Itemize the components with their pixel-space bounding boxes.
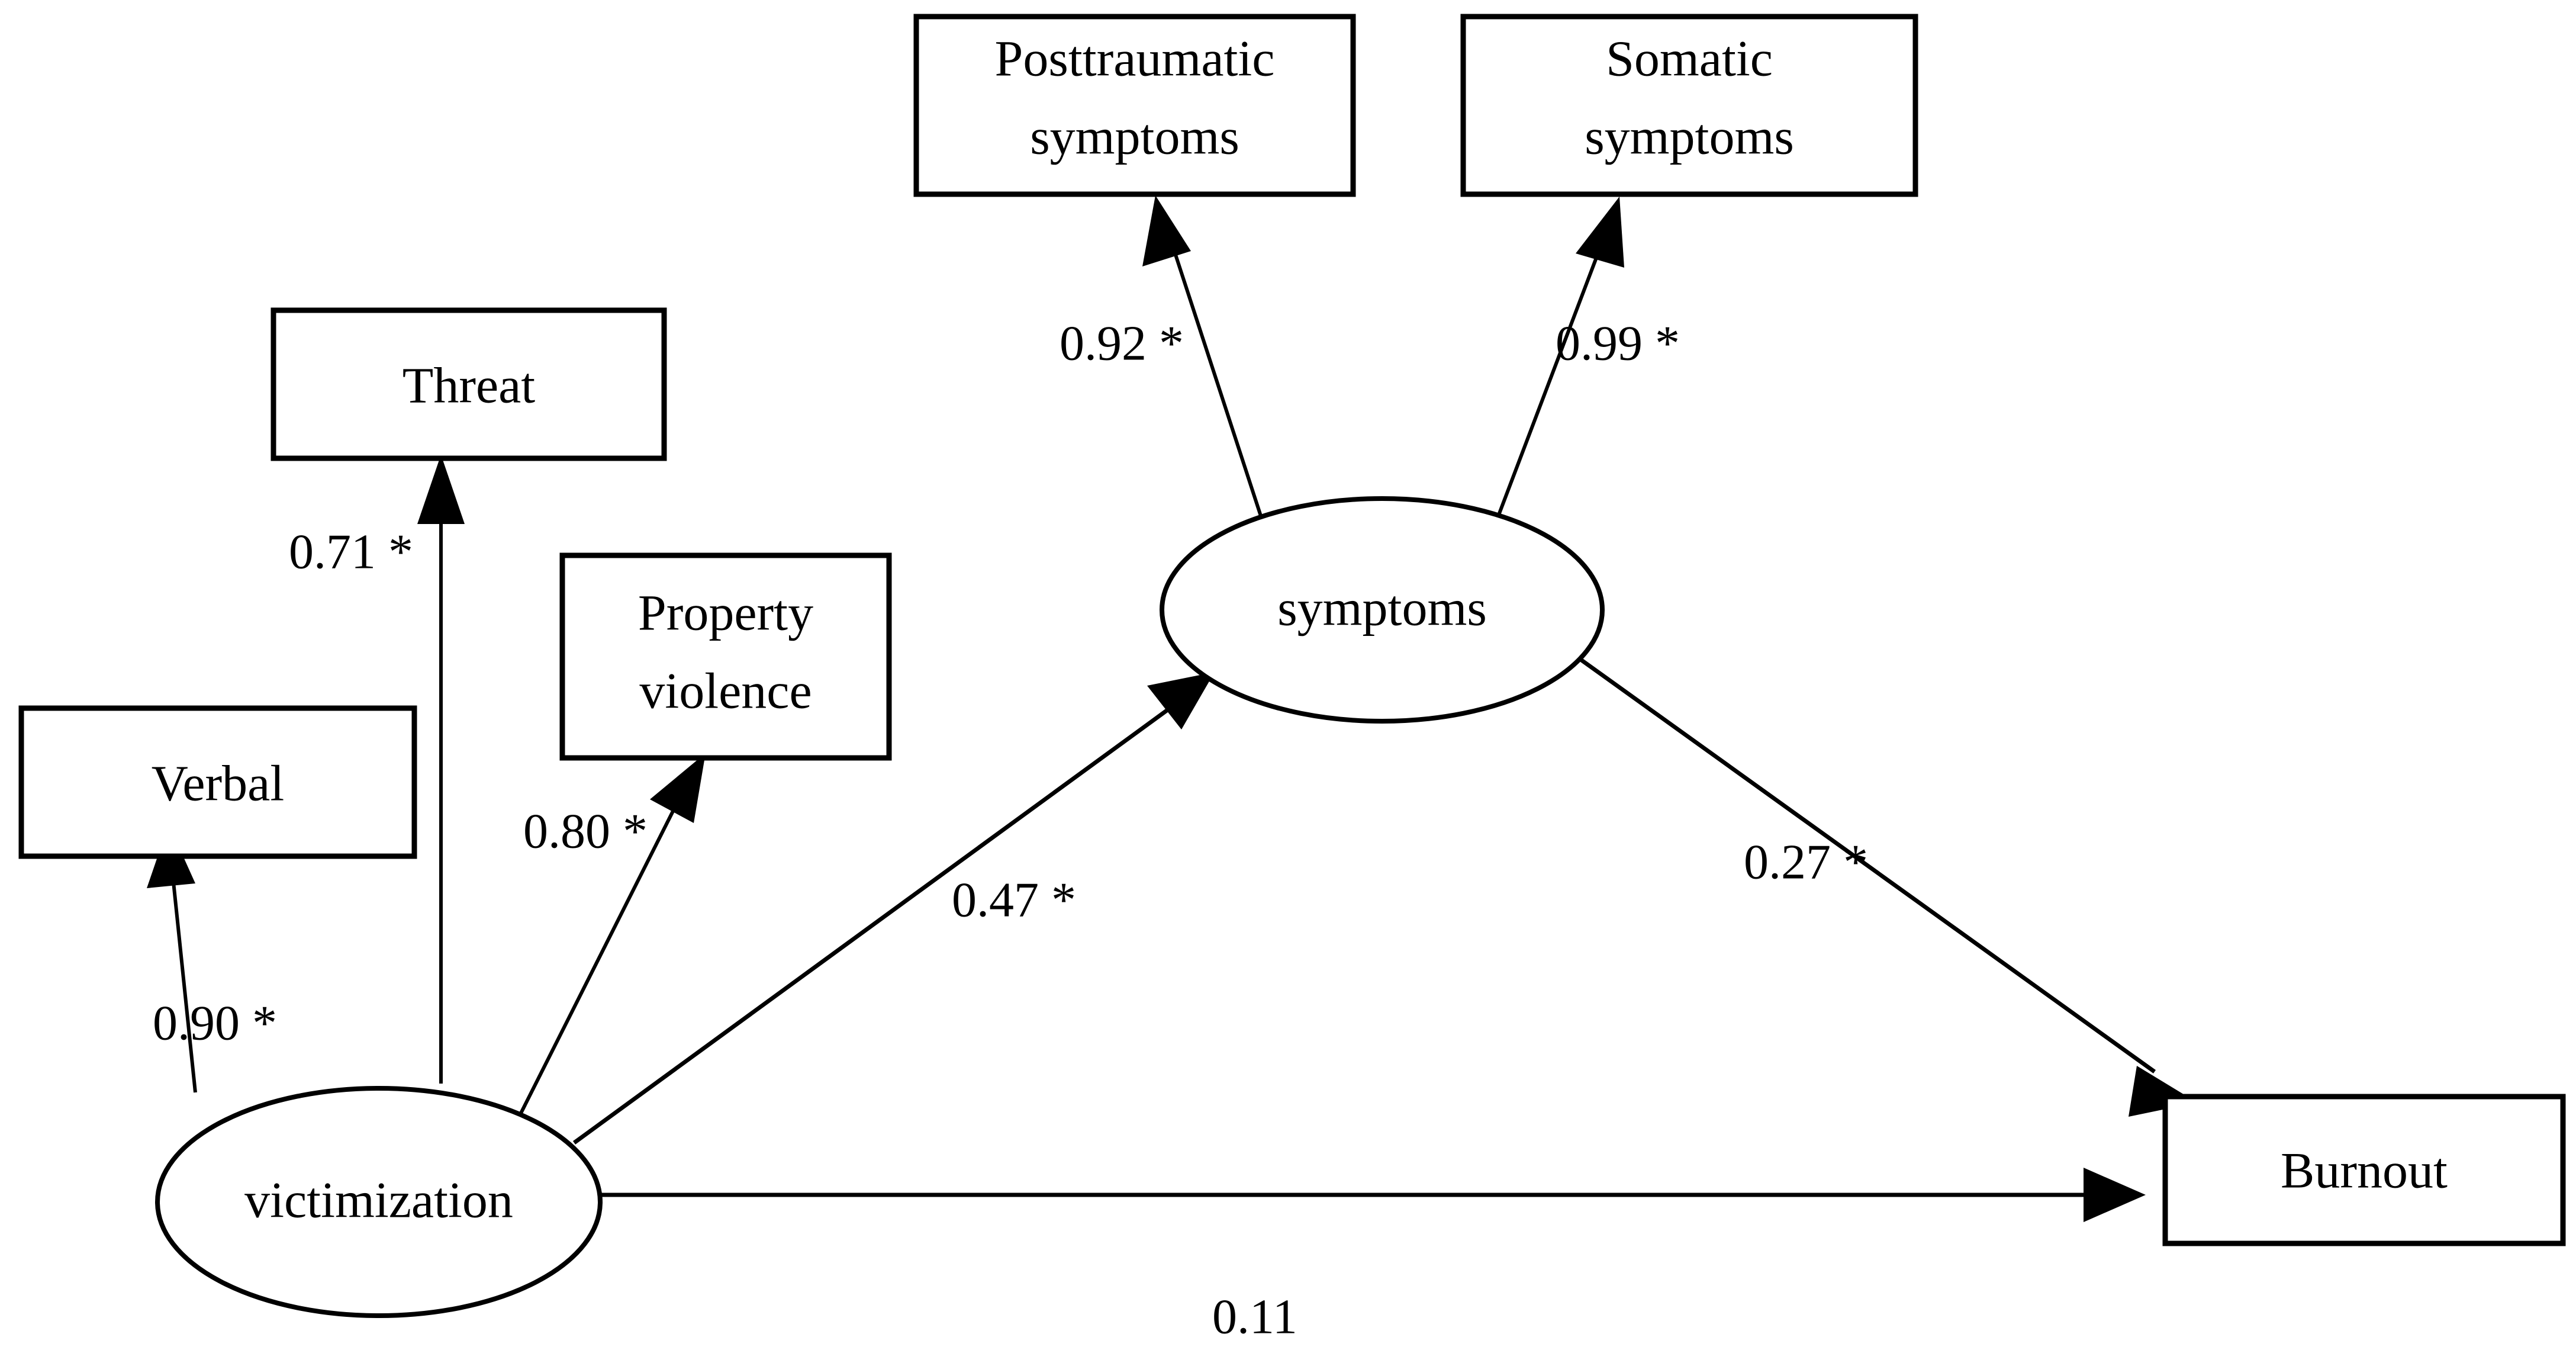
edge-symptoms-to-posttraumatic — [1142, 195, 1270, 538]
edge-line-symptoms-posttraumatic — [1171, 247, 1270, 538]
edge-symptoms-to-somatic — [1491, 197, 1624, 532]
node-somatic-symptoms[interactable]: Somatic symptoms — [1460, 14, 1918, 197]
coefficient-victimization-threat: 0.71 * — [289, 524, 413, 579]
edge-line-symptoms-burnout — [1561, 645, 2156, 1073]
coefficient-victimization-verbal: 0.90 * — [153, 995, 277, 1050]
arrowhead-burnout-horizontal — [2084, 1168, 2146, 1222]
victimization-label: victimization — [244, 1172, 513, 1229]
verbal-box[interactable] — [18, 705, 417, 859]
property-violence-label-line2: violence — [639, 663, 812, 719]
node-symptoms-latent[interactable]: symptoms — [1160, 496, 1605, 724]
coefficient-symptoms-posttraumatic: 0.92 * — [1060, 316, 1184, 371]
node-property-violence[interactable]: Property violence — [559, 552, 892, 761]
arrowhead-posttraumatic — [1142, 195, 1191, 266]
verbal-label: Verbal — [152, 755, 284, 812]
arrowhead-threat — [417, 455, 465, 524]
property-violence-box[interactable] — [559, 552, 892, 761]
edge-victimization-to-property — [519, 753, 706, 1114]
coefficient-symptoms-somatic: 0.99 * — [1556, 316, 1680, 371]
coefficient-victimization-symptoms: 0.47 * — [952, 872, 1076, 927]
posttraumatic-symptoms-label-line2: symptoms — [1030, 108, 1239, 165]
symptoms-ellipse[interactable] — [1160, 496, 1605, 724]
threat-label: Threat — [402, 357, 536, 414]
node-posttraumatic-symptoms[interactable]: Posttraumatic symptoms — [913, 14, 1356, 197]
node-victimization-latent[interactable]: victimization — [155, 1086, 603, 1318]
edge-victimization-to-burnout — [592, 1168, 2146, 1222]
posttraumatic-symptoms-box[interactable] — [913, 14, 1356, 197]
burnout-box[interactable] — [2162, 1094, 2566, 1246]
arrowhead-symptoms — [1147, 672, 1215, 729]
somatic-symptoms-label-line2: symptoms — [1585, 108, 1794, 165]
edge-line-symptoms-somatic — [1491, 249, 1601, 532]
edge-line-victimization-property — [519, 797, 681, 1114]
coefficient-symptoms-burnout: 0.27 * — [1744, 834, 1868, 889]
node-threat[interactable]: Threat — [271, 307, 667, 461]
edge-line-victimization-verbal — [171, 876, 197, 1093]
somatic-symptoms-box[interactable] — [1460, 14, 1918, 197]
edge-line-victimization-symptoms — [572, 704, 1175, 1145]
coefficient-victimization-property: 0.80 * — [523, 803, 648, 859]
edge-victimization-to-threat — [417, 455, 465, 1084]
posttraumatic-symptoms-label-line1: Posttraumatic — [995, 30, 1275, 87]
coefficient-victimization-burnout: 0.11 — [1212, 1289, 1297, 1344]
edge-victimization-to-symptoms — [572, 672, 1215, 1145]
node-burnout[interactable]: Burnout — [2162, 1094, 2566, 1246]
node-verbal[interactable]: Verbal — [18, 705, 417, 859]
arrowhead-somatic — [1576, 197, 1624, 268]
threat-box[interactable] — [271, 307, 667, 461]
property-violence-label-line1: Property — [638, 584, 813, 641]
victimization-ellipse[interactable] — [155, 1086, 603, 1318]
edge-victimization-to-verbal — [147, 824, 197, 1093]
symptoms-label: symptoms — [1277, 580, 1487, 637]
burnout-label: Burnout — [2281, 1142, 2448, 1199]
arrowhead-property — [650, 753, 706, 823]
somatic-symptoms-label-line1: Somatic — [1606, 30, 1773, 87]
edge-symptoms-to-burnout — [1561, 645, 2197, 1117]
